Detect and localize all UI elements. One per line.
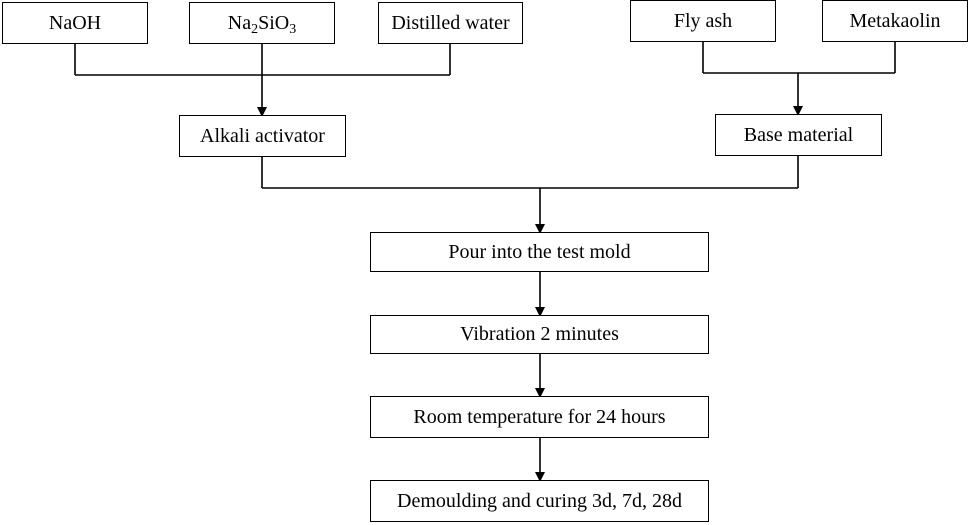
demoulding-label: Demoulding and curing 3d, 7d, 28d <box>397 489 682 512</box>
room-temperature-label: Room temperature for 24 hours <box>413 405 666 428</box>
na2sio3-label: Na2SiO3 <box>227 11 297 37</box>
naoh-box: NaOH <box>2 2 148 44</box>
distilled-water-label: Distilled water <box>391 11 510 34</box>
vibration-label: Vibration 2 minutes <box>460 323 619 345</box>
base-material-box: Base material <box>715 114 882 156</box>
alkali-activator-box: Alkali activator <box>179 115 346 157</box>
naoh-label: NaOH <box>48 11 102 34</box>
alkali-activator-label: Alkali activator <box>200 124 325 147</box>
base-material-label: Base material <box>743 123 854 146</box>
room-temperature-box: Room temperature for 24 hours <box>370 396 709 438</box>
fly-ash-box: Fly ash <box>630 0 776 42</box>
fly-ash-label: Fly ash <box>673 9 733 32</box>
distilled-water-box: Distilled water <box>378 2 523 44</box>
pour-box: Pour into the test mold <box>370 232 709 272</box>
pour-label: Pour into the test mold <box>448 240 631 263</box>
demoulding-box: Demoulding and curing 3d, 7d, 28d <box>370 480 709 522</box>
vibration-box: Vibration 2 minutes <box>370 315 709 354</box>
metakaolin-box: Metakaolin <box>822 0 968 42</box>
na2sio3-box: Na2SiO3 <box>189 2 335 44</box>
metakaolin-label: Metakaolin <box>849 9 941 32</box>
